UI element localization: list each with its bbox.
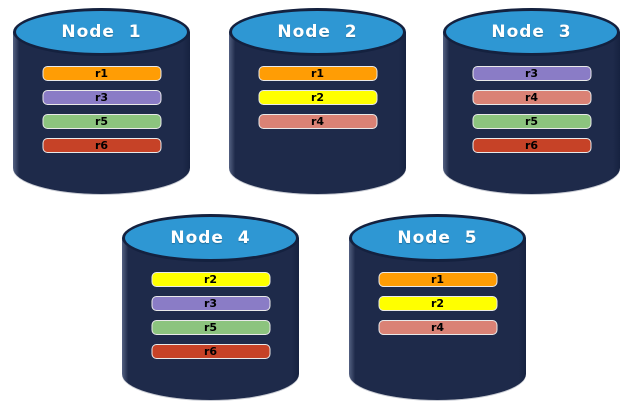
- replica-bar-r1: r1: [378, 272, 497, 287]
- node-title: Node 1: [61, 22, 142, 42]
- node-title: Node 3: [491, 22, 572, 42]
- node-title: Node 5: [397, 228, 478, 248]
- db-node-5: Node 5 r1 r2 r4: [349, 214, 526, 400]
- cylinder-top: Node 3: [443, 8, 620, 56]
- cylinder-top: Node 5: [349, 214, 526, 262]
- replica-list: r3 r4 r5 r6: [472, 66, 591, 153]
- replica-bar-r6: r6: [472, 138, 591, 153]
- replica-bar-r4: r4: [258, 114, 377, 129]
- cylinder-body: [349, 238, 526, 400]
- replica-bar-r1: r1: [42, 66, 161, 81]
- db-node-1: Node 1 r1 r3 r5 r6: [13, 8, 190, 194]
- replica-bar-r1: r1: [258, 66, 377, 81]
- replica-bar-r2: r2: [151, 272, 270, 287]
- replica-bar-r5: r5: [472, 114, 591, 129]
- replica-bar-r5: r5: [151, 320, 270, 335]
- replica-bar-r4: r4: [378, 320, 497, 335]
- replica-bar-r3: r3: [151, 296, 270, 311]
- replica-bar-r3: r3: [472, 66, 591, 81]
- replica-bar-r3: r3: [42, 90, 161, 105]
- replica-list: r1 r2 r4: [378, 272, 497, 335]
- replica-bar-r5: r5: [42, 114, 161, 129]
- cylinder-top: Node 1: [13, 8, 190, 56]
- node-title: Node 2: [277, 22, 358, 42]
- replica-list: r1 r3 r5 r6: [42, 66, 161, 153]
- replica-bar-r6: r6: [151, 344, 270, 359]
- node-title: Node 4: [170, 228, 251, 248]
- cylinder-top: Node 4: [122, 214, 299, 262]
- cylinder-body: [229, 32, 406, 194]
- replica-bar-r6: r6: [42, 138, 161, 153]
- cylinder-body: [13, 32, 190, 194]
- db-node-4: Node 4 r2 r3 r5 r6: [122, 214, 299, 400]
- replica-bar-r2: r2: [378, 296, 497, 311]
- replica-bar-r4: r4: [472, 90, 591, 105]
- replica-bar-r2: r2: [258, 90, 377, 105]
- cylinder-body: [122, 238, 299, 400]
- db-node-2: Node 2 r1 r2 r4: [229, 8, 406, 194]
- cylinder-body: [443, 32, 620, 194]
- replica-list: r1 r2 r4: [258, 66, 377, 129]
- cylinder-top: Node 2: [229, 8, 406, 56]
- replica-list: r2 r3 r5 r6: [151, 272, 270, 359]
- db-node-3: Node 3 r3 r4 r5 r6: [443, 8, 620, 194]
